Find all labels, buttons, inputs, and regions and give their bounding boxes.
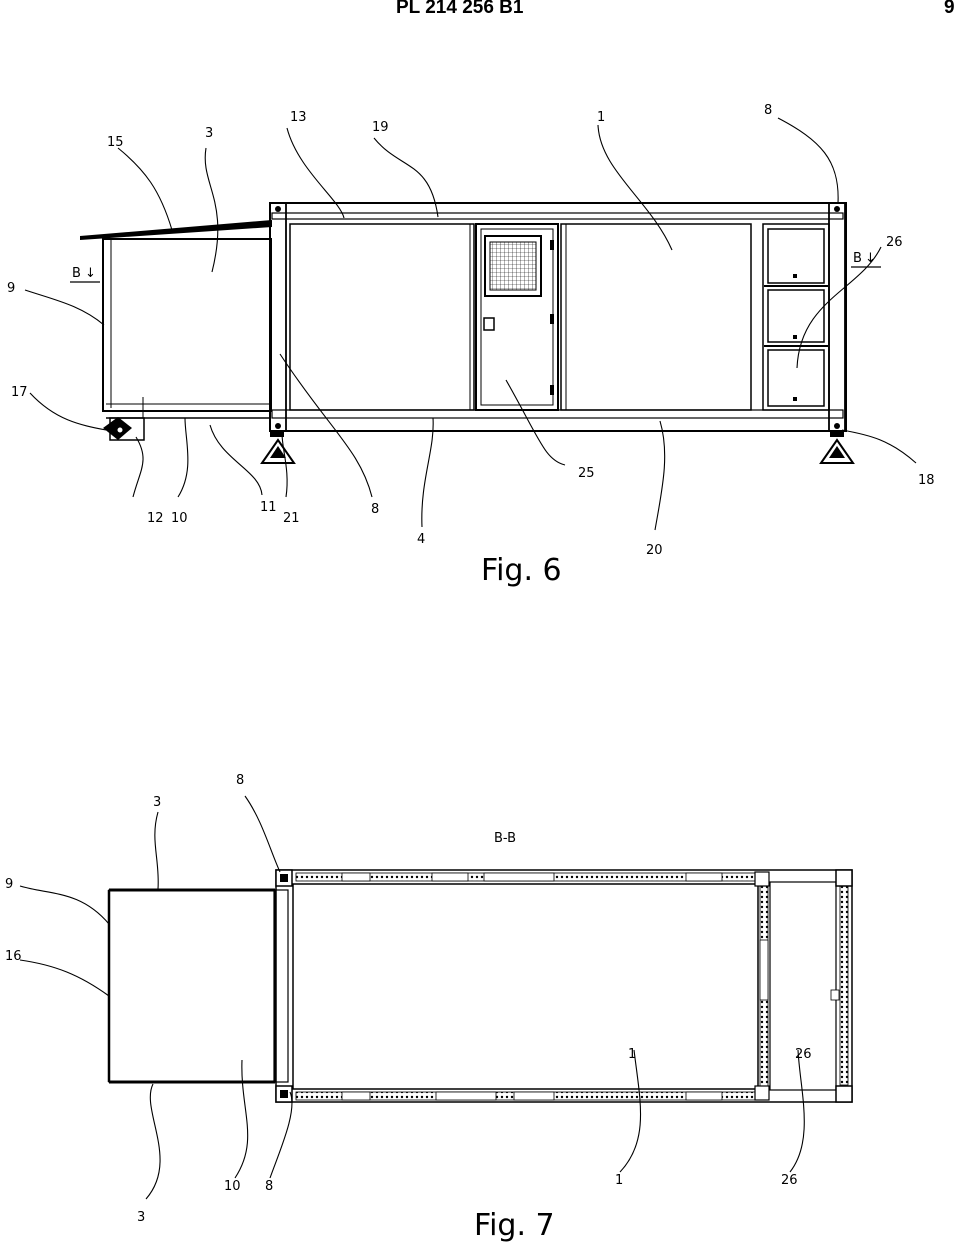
label-10: 10 [171, 511, 188, 526]
label-8-bottom: 8 [265, 1179, 273, 1194]
svg-text:B: B [72, 266, 81, 281]
page-number: 9 [944, 0, 955, 18]
label-1: 1 [597, 110, 605, 125]
label-18: 18 [918, 473, 935, 488]
label-9: 9 [5, 877, 13, 892]
label-20: 20 [646, 543, 663, 558]
figure-7-caption: Fig. 7 [474, 1208, 555, 1243]
label-16: 16 [5, 949, 22, 964]
label-3: 3 [205, 126, 213, 141]
label-13: 13 [290, 110, 307, 125]
extension-plan [108, 889, 276, 1083]
fig6-leader-lines [24, 117, 917, 531]
support-foot-left [260, 431, 296, 464]
label-17: 17 [11, 385, 28, 400]
label-1-inner: 1 [628, 1047, 636, 1062]
hinge-detail [103, 417, 145, 441]
label-9: 9 [7, 281, 15, 296]
label-21: 21 [283, 511, 300, 526]
label-11: 11 [260, 500, 277, 515]
figure-6-caption: Fig. 6 [481, 553, 562, 588]
label-26: 26 [781, 1173, 798, 1188]
shelving-unit [762, 223, 830, 411]
fig7-leader-lines [19, 795, 805, 1200]
label-25: 25 [578, 466, 595, 481]
label-3-bottom: 3 [137, 1210, 145, 1225]
label-8-top: 8 [764, 103, 772, 118]
patent-number: PL 214 256 B1 [396, 0, 524, 18]
label-15: 15 [107, 135, 124, 150]
label-8-top: 8 [236, 773, 244, 788]
label-19: 19 [372, 120, 389, 135]
label-4: 4 [417, 532, 425, 547]
label-26: 26 [886, 235, 903, 250]
label-8-bottom: 8 [371, 502, 379, 517]
svg-text:↓: ↓ [85, 266, 96, 281]
extension-module [102, 238, 272, 412]
svg-text:↓: ↓ [865, 251, 876, 266]
figure-6: B ↓ B ↓ [7, 103, 935, 588]
label-26-inner: 26 [795, 1047, 812, 1062]
svg-text:B: B [853, 251, 862, 266]
section-title: B-B [494, 831, 516, 846]
support-foot-right [819, 431, 855, 464]
section-mark-left: B ↓ [70, 266, 100, 283]
label-12: 12 [147, 511, 164, 526]
door [475, 223, 559, 411]
container-plan [275, 869, 853, 1103]
sloped-roof [80, 220, 272, 240]
label-3-top: 3 [153, 795, 161, 810]
section-mark-right: B ↓ [851, 251, 881, 268]
label-1: 1 [615, 1173, 623, 1188]
figure-7: B-B [5, 773, 853, 1243]
label-10: 10 [224, 1179, 241, 1194]
